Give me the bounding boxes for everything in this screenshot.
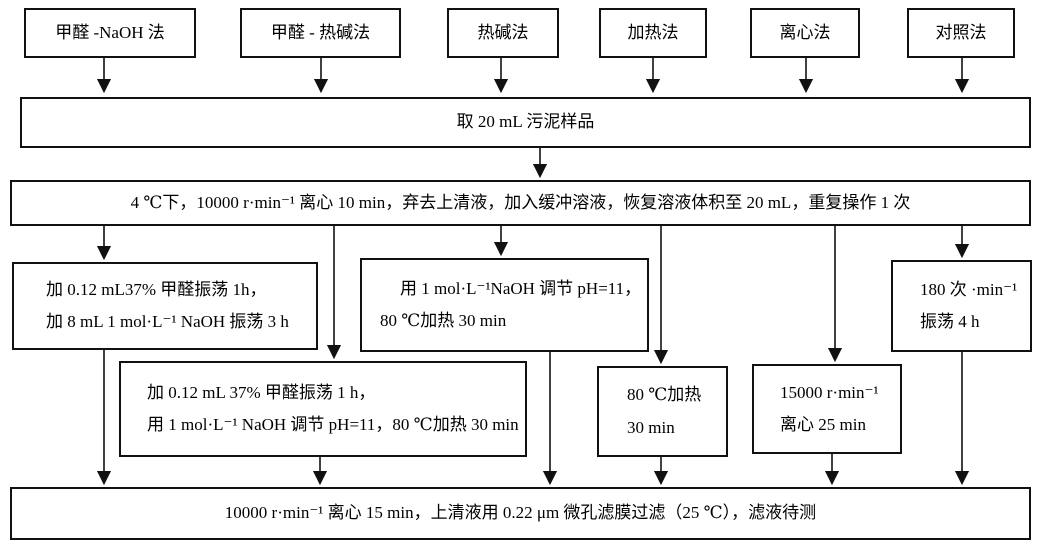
method-box-formaldehyde-naoh: 甲醛 -NaOH 法 bbox=[24, 8, 196, 58]
method-box-centrifugation: 离心法 bbox=[750, 8, 860, 58]
method-label: 热碱法 bbox=[477, 22, 529, 42]
method-box-hot-alkali: 热碱法 bbox=[447, 8, 559, 58]
step-text: 10000 r·min⁻¹ 离心 15 min，上清液用 0.22 μm 微孔滤… bbox=[224, 503, 817, 523]
step-box-final-filtration: 10000 r·min⁻¹ 离心 15 min，上清液用 0.22 μm 微孔滤… bbox=[10, 487, 1031, 540]
treatment-box-centrifugation: 15000 r·min⁻¹ 离心 25 min bbox=[752, 364, 902, 454]
treatment-line: 30 min bbox=[627, 417, 675, 437]
method-box-heating: 加热法 bbox=[599, 8, 707, 58]
treatment-box-heating: 80 ℃加热 30 min bbox=[597, 366, 728, 457]
method-label: 甲醛 - 热碱法 bbox=[270, 22, 371, 42]
method-label: 对照法 bbox=[935, 22, 987, 42]
method-label: 离心法 bbox=[779, 22, 831, 42]
method-box-control: 对照法 bbox=[907, 8, 1015, 58]
step-box-pretreatment: 4 ℃下，10000 r·min⁻¹ 离心 10 min，弃去上清液，加入缓冲溶… bbox=[10, 180, 1031, 226]
step-text: 4 ℃下，10000 r·min⁻¹ 离心 10 min，弃去上清液，加入缓冲溶… bbox=[130, 192, 911, 212]
step-box-take-sample: 取 20 mL 污泥样品 bbox=[20, 97, 1031, 148]
treatment-box-hot-alkali: 用 1 mol·L⁻¹NaOH 调节 pH=11， 80 ℃加热 30 min bbox=[360, 258, 649, 352]
method-label: 加热法 bbox=[627, 22, 679, 42]
step-text: 取 20 mL 污泥样品 bbox=[456, 112, 595, 132]
treatment-line: 离心 25 min bbox=[780, 415, 866, 434]
treatment-line: 加 0.12 mL37% 甲醛振荡 1h， bbox=[46, 279, 267, 299]
treatment-line: 80 ℃加热 30 min bbox=[380, 311, 507, 330]
method-label: 甲醛 -NaOH 法 bbox=[55, 22, 165, 42]
treatment-box-formaldehyde-naoh: 加 0.12 mL37% 甲醛振荡 1h， 加 8 mL 1 mol·L⁻¹ N… bbox=[12, 262, 318, 350]
treatment-line: 用 1 mol·L⁻¹NaOH 调节 pH=11， bbox=[400, 278, 642, 298]
treatment-line: 15000 r·min⁻¹ bbox=[780, 382, 879, 402]
treatment-box-control-shaking: 180 次 ·min⁻¹ 振荡 4 h bbox=[891, 260, 1032, 352]
treatment-line: 用 1 mol·L⁻¹ NaOH 调节 pH=11，80 ℃加热 30 min bbox=[147, 415, 519, 434]
treatment-line: 加 0.12 mL 37% 甲醛振荡 1 h， bbox=[147, 382, 376, 402]
treatment-line: 180 次 ·min⁻¹ bbox=[920, 279, 1018, 299]
treatment-line: 振荡 4 h bbox=[920, 312, 980, 331]
treatment-line: 80 ℃加热 bbox=[627, 385, 702, 405]
treatment-box-formaldehyde-hot-alkali: 加 0.12 mL 37% 甲醛振荡 1 h， 用 1 mol·L⁻¹ NaOH… bbox=[119, 361, 527, 457]
method-box-formaldehyde-hot-alkali: 甲醛 - 热碱法 bbox=[240, 8, 401, 58]
treatment-line: 加 8 mL 1 mol·L⁻¹ NaOH 振荡 3 h bbox=[46, 312, 289, 331]
